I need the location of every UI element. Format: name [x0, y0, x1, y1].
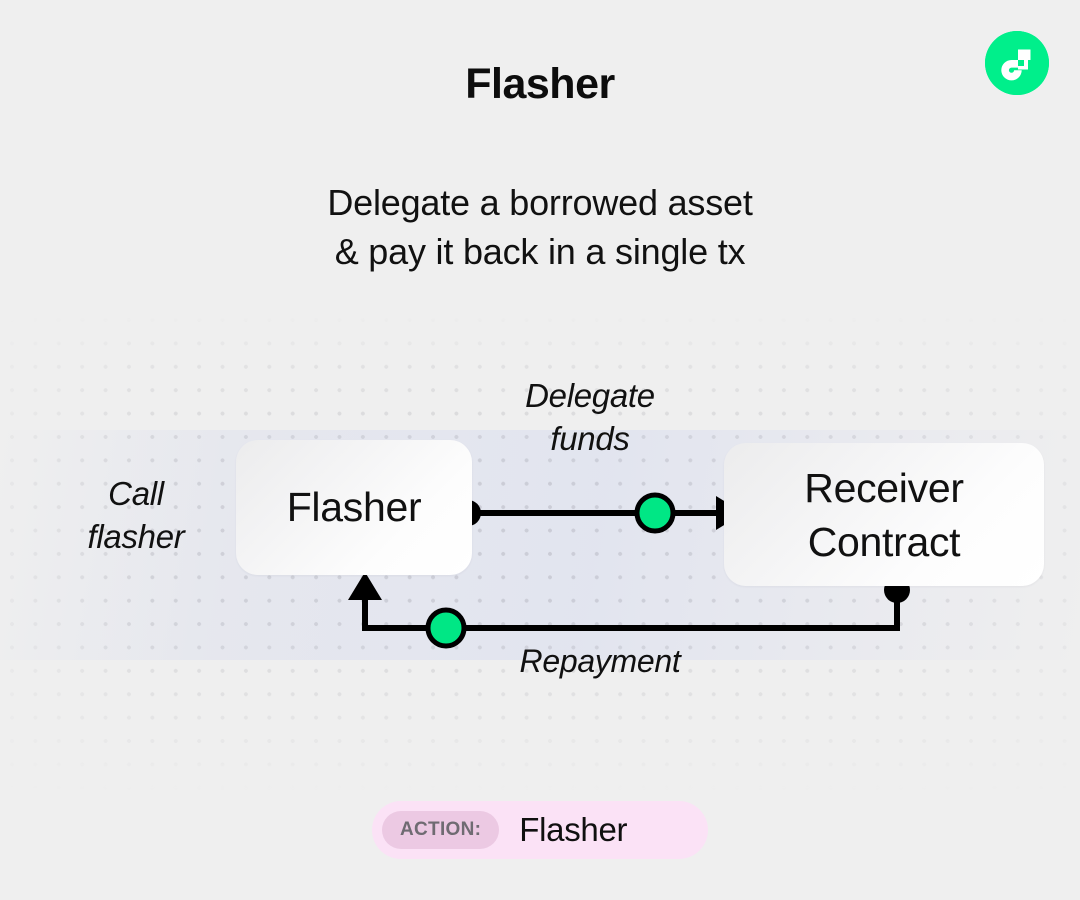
- edge-label-delegate-funds-line-2: funds: [550, 420, 630, 457]
- action-badge[interactable]: ACTION: Flasher: [372, 801, 708, 859]
- edge-label-call-flasher-line-2: flasher: [87, 518, 185, 555]
- edge-label-call-flasher-line-1: Call: [108, 475, 164, 512]
- subtitle-line-1: Delegate a borrowed asset: [327, 182, 753, 223]
- edge-repayment: [348, 572, 910, 649]
- node-flasher-label: Flasher: [286, 484, 422, 530]
- subtitle-line-2: & pay it back in a single tx: [334, 231, 746, 272]
- edge-label-repayment: Repayment: [519, 643, 681, 679]
- edge-label-delegate-funds-line-1: Delegate: [525, 377, 655, 414]
- edge-label-delegate-funds: Delegate funds: [470, 374, 710, 460]
- node-receiver-label-line-2: Contract: [807, 518, 961, 565]
- edge-delegate-funds: [455, 492, 744, 534]
- page-subtitle: Delegate a borrowed asset & pay it back …: [0, 178, 1080, 276]
- diagram-node-flasher[interactable]: Flasher: [236, 440, 472, 575]
- node-receiver-label: Receiver Contract: [804, 461, 964, 569]
- diagram-node-receiver-contract[interactable]: Receiver Contract: [724, 443, 1044, 586]
- token-dot-delegate: [634, 492, 676, 534]
- action-value: Flasher: [519, 811, 628, 848]
- node-receiver-label-line-1: Receiver: [804, 464, 964, 511]
- edge-label-call-flasher: Call flasher: [36, 472, 236, 558]
- token-dot-repayment: [425, 607, 467, 649]
- page-title: Flasher: [465, 60, 615, 108]
- action-chip-label: ACTION:: [382, 811, 500, 849]
- flow-logo-icon: [985, 31, 1049, 95]
